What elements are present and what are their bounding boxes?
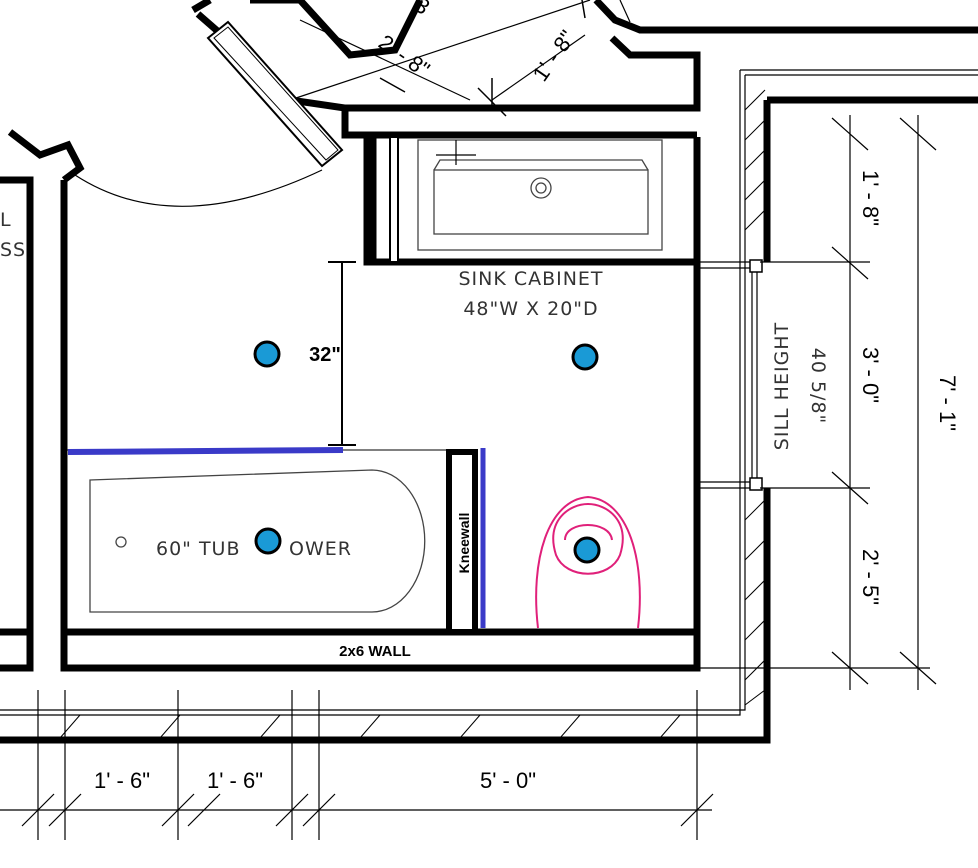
sink-cabinet-label: SINK CABINET xyxy=(458,268,603,290)
partial-label-ss: SS xyxy=(0,239,26,261)
sink-cabinet xyxy=(369,136,663,263)
bottom-dimension-lines xyxy=(0,690,714,840)
dim-top-right: 1' - 8" xyxy=(528,26,581,86)
door-panel xyxy=(206,20,344,168)
wall-hatching xyxy=(59,89,766,739)
blue-tub-edge-line xyxy=(67,447,344,455)
tub-drain xyxy=(115,536,127,548)
clearance-label: 32" xyxy=(309,344,341,366)
right-dimension-lines xyxy=(700,99,937,690)
door-swing-arc xyxy=(74,169,323,207)
wall-2x6-label: 2x6 WALL xyxy=(339,643,411,660)
tub-label-tail: OWER xyxy=(289,538,352,560)
light-marker-toilet xyxy=(573,536,601,564)
clearance-dimension xyxy=(328,261,356,446)
room-walls xyxy=(0,69,978,744)
light-marker-right xyxy=(571,343,599,371)
dim-bottom-2: 1' - 6" xyxy=(207,768,263,793)
sink-size-label: 48"W X 20"D xyxy=(463,298,598,320)
light-marker-tub xyxy=(254,527,282,555)
dim-right-2: 3' - 0" xyxy=(858,347,883,403)
dim-right-1: 1' - 8" xyxy=(858,170,883,226)
dim-right-3: 2' - 5" xyxy=(858,549,883,605)
kneewall-label: Kneewall xyxy=(456,513,472,574)
kneewall xyxy=(446,448,486,635)
partial-label-l: L xyxy=(0,209,12,231)
sill-height-label: SILL HEIGHT xyxy=(771,322,793,450)
dim-right-total: 7' - 1" xyxy=(935,375,960,431)
sill-height-value: 40 5/8" xyxy=(807,348,829,425)
dim-bottom-3: 5' - 0" xyxy=(480,768,536,793)
top-dimension-lines xyxy=(379,0,586,117)
light-marker-left xyxy=(253,340,281,368)
tub-label: 60" TUB xyxy=(156,538,241,560)
sink-drain xyxy=(530,177,552,199)
light-markers xyxy=(253,340,601,564)
bathtub xyxy=(65,449,448,613)
toilet xyxy=(535,495,641,629)
dim-bottom-1: 1' - 6" xyxy=(94,768,150,793)
